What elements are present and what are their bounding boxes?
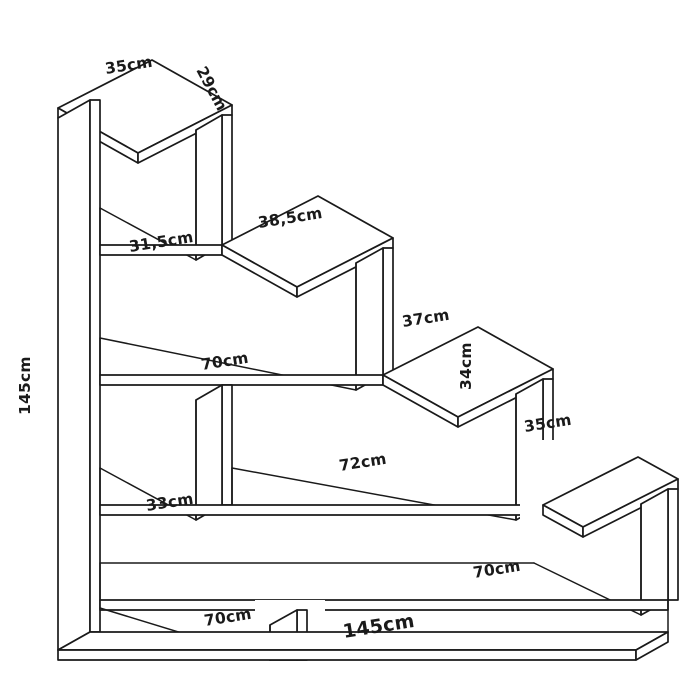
dimension-label-step3-height: 34cm bbox=[457, 342, 475, 390]
dimension-label-overall-height: 145cm bbox=[16, 356, 34, 415]
